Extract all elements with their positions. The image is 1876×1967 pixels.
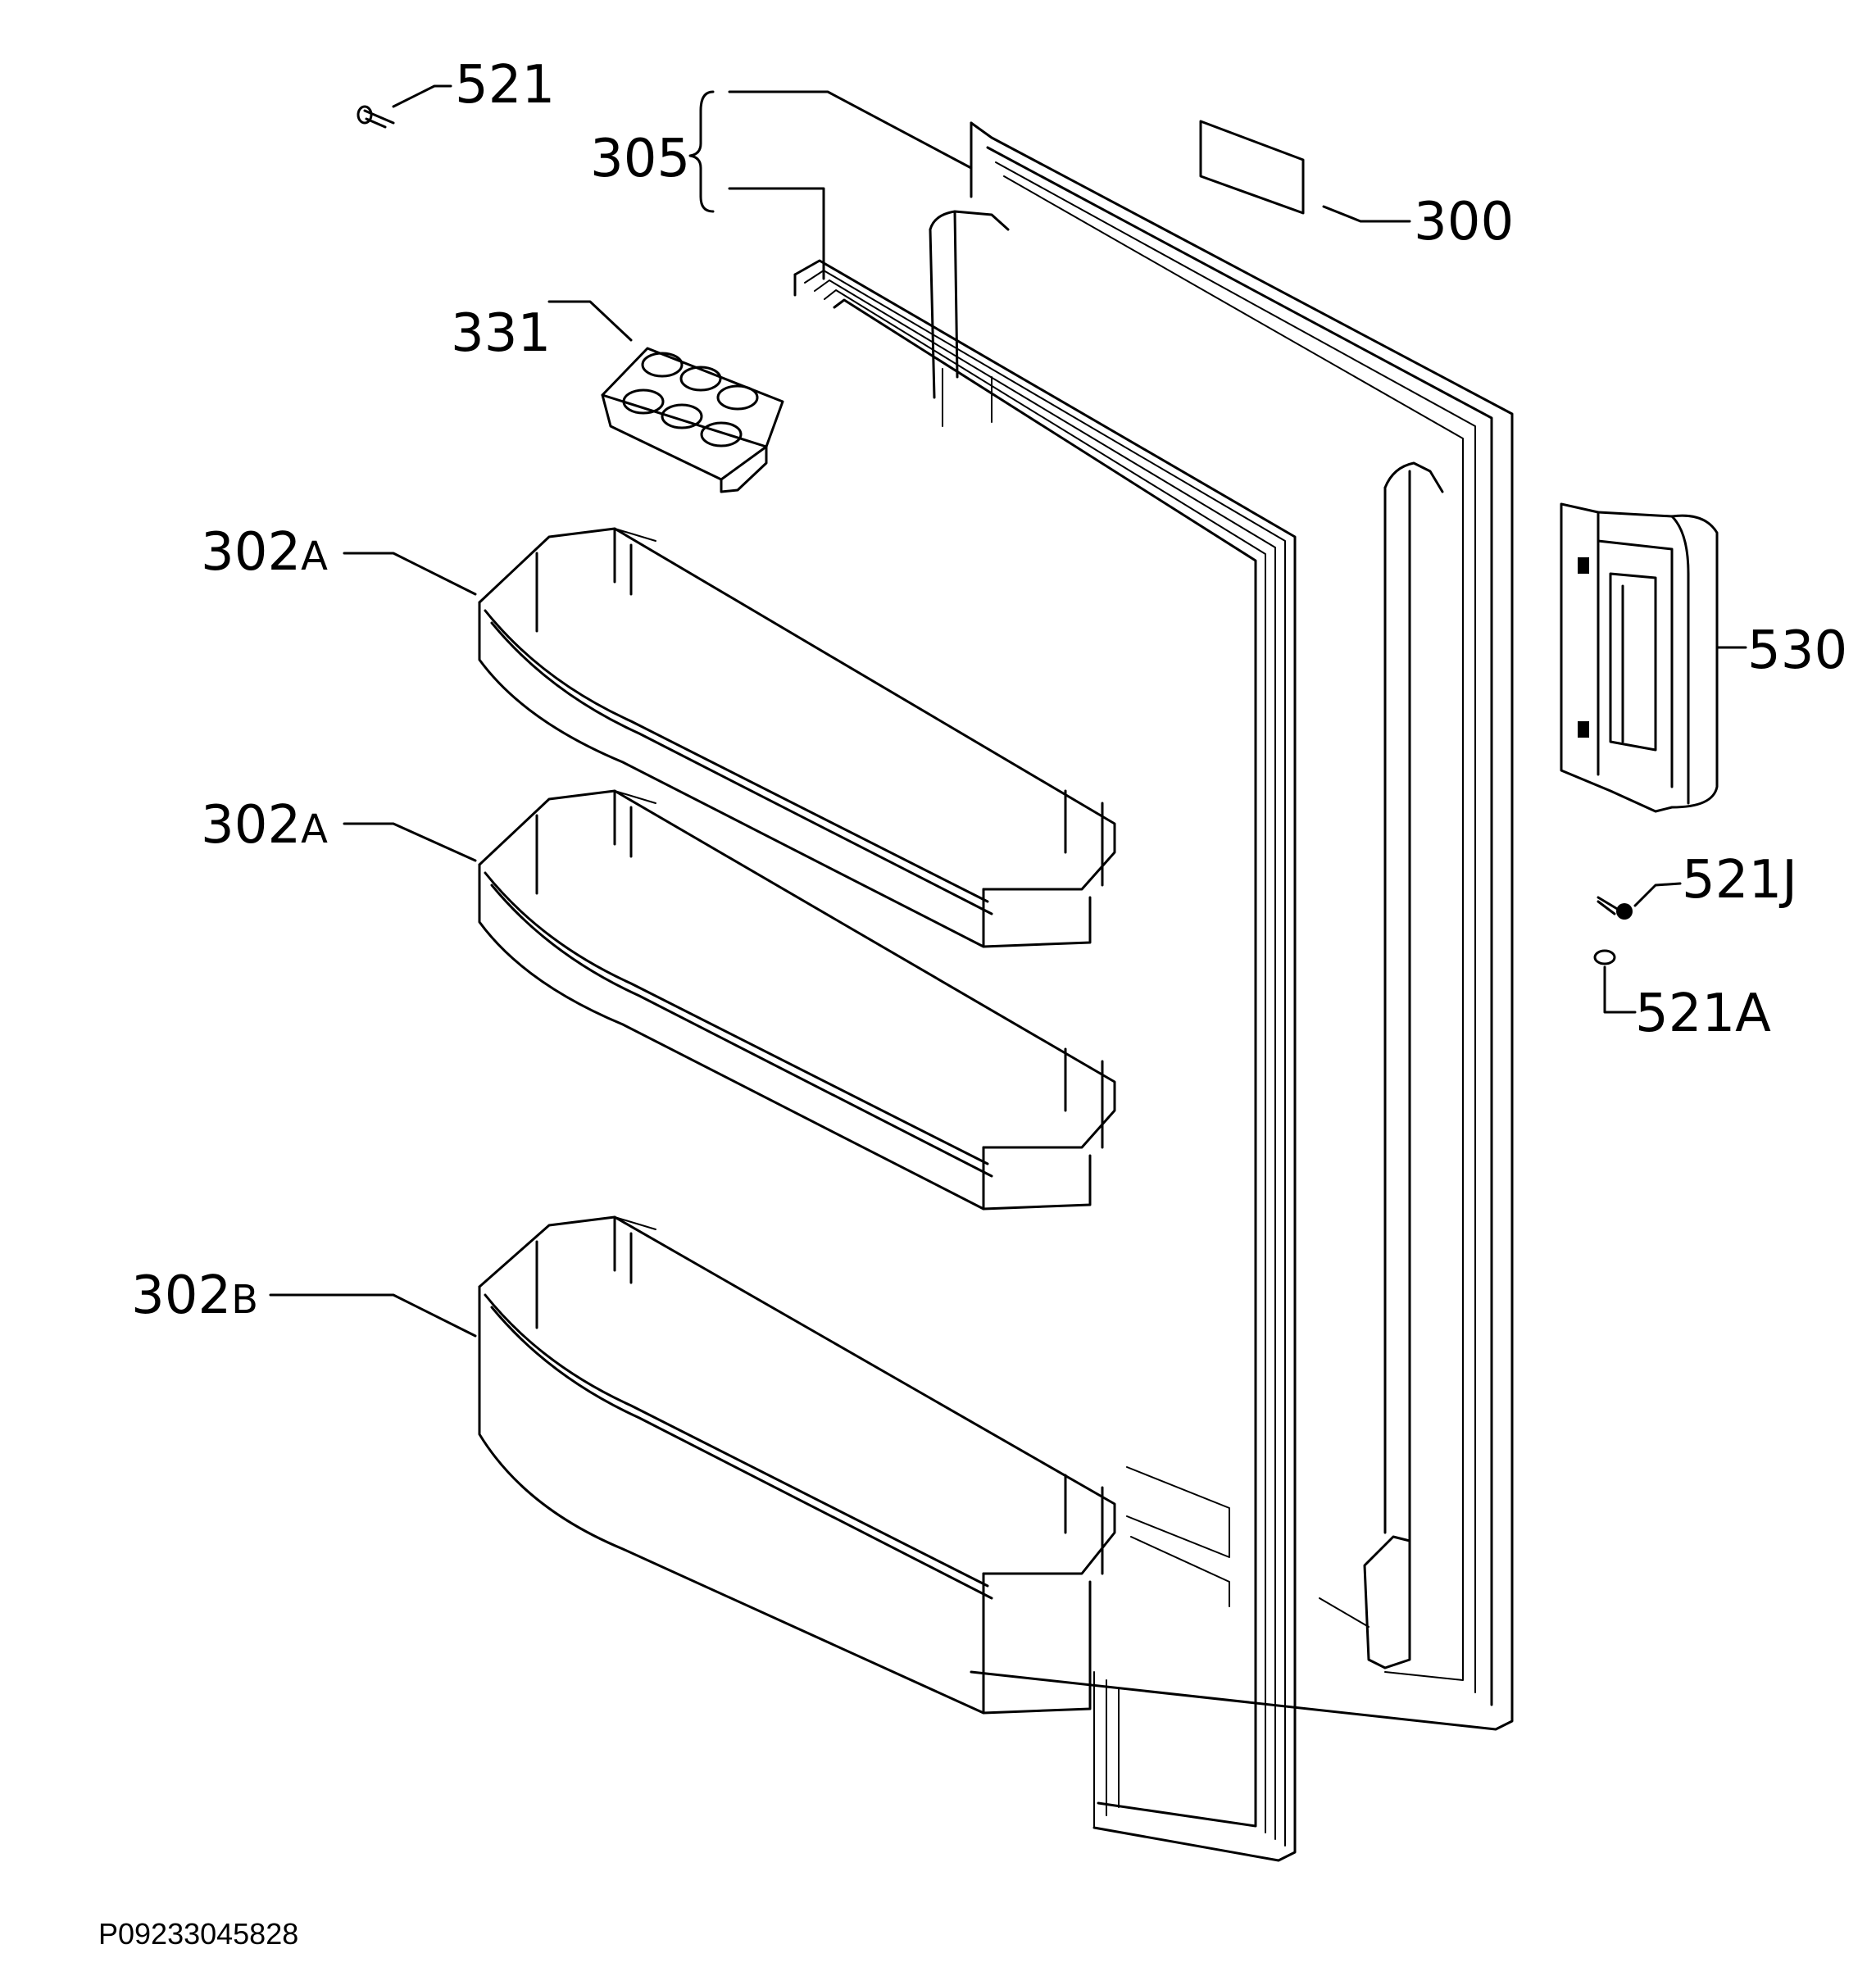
door-handle xyxy=(1560,502,1719,813)
label-521j: 521J xyxy=(1682,850,1797,911)
label-302a-2-suffix: A xyxy=(301,806,328,852)
label-302b-num: 302 xyxy=(131,1265,231,1326)
leader-lines xyxy=(269,84,1747,1338)
door-shelf-3 xyxy=(478,1215,1116,1715)
door-shelf-1 xyxy=(478,527,1116,948)
label-305: 305 xyxy=(590,129,690,189)
label-302a-1-num: 302 xyxy=(201,522,301,583)
door-panel xyxy=(929,121,1514,1731)
label-530: 530 xyxy=(1747,620,1847,681)
label-302a-1-suffix: A xyxy=(301,534,328,579)
label-331: 331 xyxy=(451,303,551,364)
label-521a: 521A xyxy=(1635,984,1771,1044)
reference-code: P09233045828 xyxy=(98,1917,298,1951)
label-302a-2-num: 302 xyxy=(201,795,301,856)
cap-icon xyxy=(1593,949,1616,965)
handle-clip-top xyxy=(1578,557,1589,574)
gasket-bracket xyxy=(688,90,715,213)
label-302a-1: 302A xyxy=(201,522,328,583)
label-302b: 302B xyxy=(131,1265,258,1326)
part-labels: 521 305 300 331 302A 302A 302B 530 521J … xyxy=(131,55,1847,1326)
label-302b-suffix: B xyxy=(231,1277,258,1323)
label-302a-2: 302A xyxy=(201,795,328,856)
screw-top-icon xyxy=(357,105,395,129)
egg-tray xyxy=(601,347,784,493)
label-300: 300 xyxy=(1414,192,1514,252)
door-shelf-2 xyxy=(478,789,1116,1211)
handle-clip-bottom xyxy=(1578,721,1589,738)
screw-handle-icon xyxy=(1597,896,1633,920)
label-521: 521 xyxy=(455,55,555,116)
rating-label-plate xyxy=(1199,120,1305,215)
door-gasket xyxy=(793,259,1370,1862)
